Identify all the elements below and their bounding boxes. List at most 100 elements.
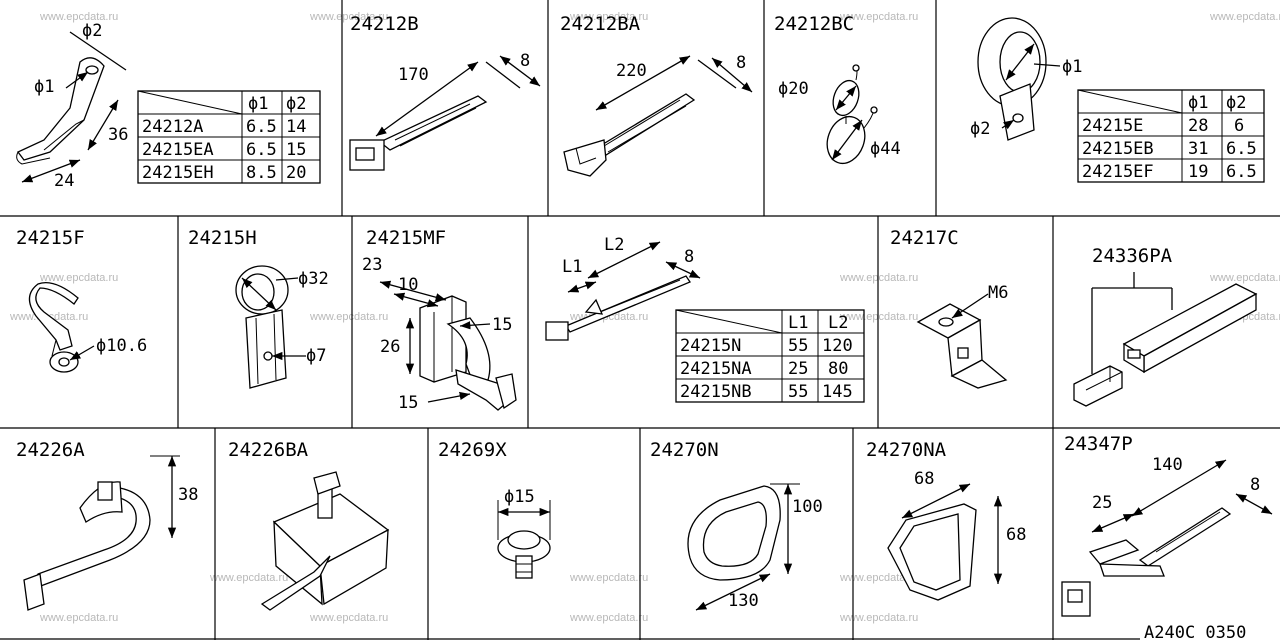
dim-c: 8	[1250, 475, 1260, 495]
cell-24269x: 24269X ϕ15	[438, 439, 551, 579]
table-cell: 55	[788, 336, 808, 356]
grommet-drawing	[887, 503, 977, 601]
table-cell: 24215EF	[1082, 162, 1154, 182]
table-cell: 6.5	[246, 140, 277, 160]
table-cell: 24215NA	[680, 359, 752, 379]
table-cell: 24215N	[680, 336, 741, 356]
watermark: www.epcdata.ru	[309, 612, 388, 624]
watermark: www.epcdata.ru	[309, 311, 388, 323]
spec-table: ϕ1 ϕ2 24215E 28 6 24215EB 31 6.5 24215EF…	[1077, 89, 1265, 183]
part-number: 24215F	[16, 227, 85, 249]
watermark: www.epcdata.ru	[569, 11, 648, 23]
dim-length: 220	[616, 61, 647, 81]
part-number: 24336PA	[1092, 245, 1173, 267]
watermark: www.epcdata.ru	[839, 572, 918, 584]
dim-l1: L1	[562, 257, 582, 277]
table-header: ϕ1	[248, 94, 268, 114]
cell-24217c: 24217C M6	[890, 227, 1008, 389]
dim-width: 8	[520, 51, 530, 71]
bracket-drawing	[916, 303, 1008, 389]
part-number: 24215MF	[366, 227, 446, 249]
cell-24215mf: 24215MF 23 10 26 15 15	[362, 227, 517, 413]
spec-table: L1 L2 24215N 55 120 24215NA 25 80 24215N…	[675, 309, 865, 403]
table-cell: 6.5	[1226, 139, 1257, 159]
clip-drawing	[419, 295, 517, 411]
part-number: 24269X	[438, 439, 507, 461]
mount-block-drawing	[260, 471, 390, 611]
connector-holder-drawing	[1073, 283, 1258, 407]
table-cell: 24215E	[1082, 116, 1143, 136]
dim-width: 130	[728, 591, 759, 611]
clamp-drawing	[235, 265, 289, 389]
cell-24270na: 24270NA 68 68	[866, 439, 1026, 601]
watermark: www.epcdata.ru	[39, 272, 118, 284]
watermark: www.epcdata.ru	[309, 11, 388, 23]
p-clip-drawing	[28, 281, 79, 373]
dim-height: 100	[792, 497, 823, 517]
cell-24270n: 24270N 100 130	[650, 439, 823, 611]
dim-diameter: ϕ10.6	[96, 336, 147, 356]
watermark: www.epcdata.ru	[839, 311, 918, 323]
table-cell: 31	[1188, 139, 1208, 159]
dim-diameter-small: ϕ7	[306, 346, 326, 366]
table-header: L1	[788, 313, 808, 333]
dim-phi1: ϕ1	[1062, 57, 1082, 77]
push-rivet-drawing	[497, 530, 551, 579]
table-cell: 24215NB	[680, 382, 752, 402]
dim-width: 8	[736, 53, 746, 73]
table-cell: 14	[286, 117, 306, 137]
table-cell: 19	[1188, 162, 1208, 182]
table-cell: 24212A	[142, 117, 203, 137]
cell-24226a: 24226A 38	[16, 439, 198, 611]
part-number: 24212BC	[774, 13, 854, 35]
table-header: ϕ2	[1226, 93, 1246, 113]
cell-24347p: 24347P 140 25 8	[1061, 433, 1273, 617]
part-number: 24215H	[188, 227, 257, 249]
table-cell: 28	[1188, 116, 1208, 136]
table-cell: 24215EB	[1082, 139, 1154, 159]
dim-l2: L2	[604, 235, 624, 255]
dim-phi1: ϕ1	[34, 77, 54, 97]
cable-tie-drawing	[1061, 507, 1232, 617]
dim-d: 15	[492, 315, 512, 335]
wire-clip-drawing	[23, 481, 151, 611]
table-cell: 24215EH	[142, 163, 214, 183]
dim-a: 140	[1152, 455, 1183, 475]
cell-clamp-24215e: ϕ1 ϕ2 ϕ1 ϕ2 24215E 28 6 24215EB 31 6.5 2…	[970, 17, 1265, 183]
cell-tie-24215n: L1 L2 8 L1 L2 24215N 55 120 24215NA 25 8…	[545, 235, 865, 403]
table-cell: 8.5	[246, 163, 277, 183]
cell-bracket-24212a: ϕ2 ϕ1 24 36 ϕ1 ϕ2 24212A 6.5 14 24215EA …	[16, 21, 321, 191]
dim-phi2: ϕ2	[970, 119, 990, 139]
table-cell: 6	[1234, 116, 1244, 136]
table-cell: 15	[286, 140, 306, 160]
dim-b: 10	[398, 275, 418, 295]
dim-width: 8	[684, 247, 694, 267]
dim-c: 26	[380, 337, 400, 357]
cable-tie-drawing	[563, 93, 696, 177]
dim-b: 25	[1092, 493, 1112, 513]
dim-a: 23	[362, 255, 382, 275]
watermark: www.epcdata.ru	[839, 612, 918, 624]
table-cell: 120	[822, 336, 853, 356]
dim-width: 24	[54, 171, 74, 191]
cell-24336pa: 24336PA	[1073, 245, 1258, 407]
part-number: 24270N	[650, 439, 719, 461]
cell-24212b: 24212B 170 8	[349, 13, 541, 171]
table-header: ϕ2	[286, 94, 306, 114]
cell-24215f: 24215F ϕ10.6	[16, 227, 147, 373]
table-cell: 55	[788, 382, 808, 402]
l-bracket-drawing	[16, 57, 105, 165]
watermark: www.epcdata.ru	[569, 612, 648, 624]
grommet-drawing	[687, 485, 781, 581]
part-number: 24226A	[16, 439, 85, 461]
cell-24215h: 24215H ϕ32 ϕ7	[188, 227, 329, 389]
table-cell: 6.5	[246, 117, 277, 137]
watermark: www.epcdata.ru	[39, 612, 118, 624]
cell-24212bc: 24212BC ϕ20 ϕ44	[774, 13, 901, 165]
table-header: L2	[828, 313, 848, 333]
part-number: 24226BA	[228, 439, 309, 461]
double-ring-drawing	[826, 64, 878, 165]
watermark: www.epcdata.ru	[569, 572, 648, 584]
